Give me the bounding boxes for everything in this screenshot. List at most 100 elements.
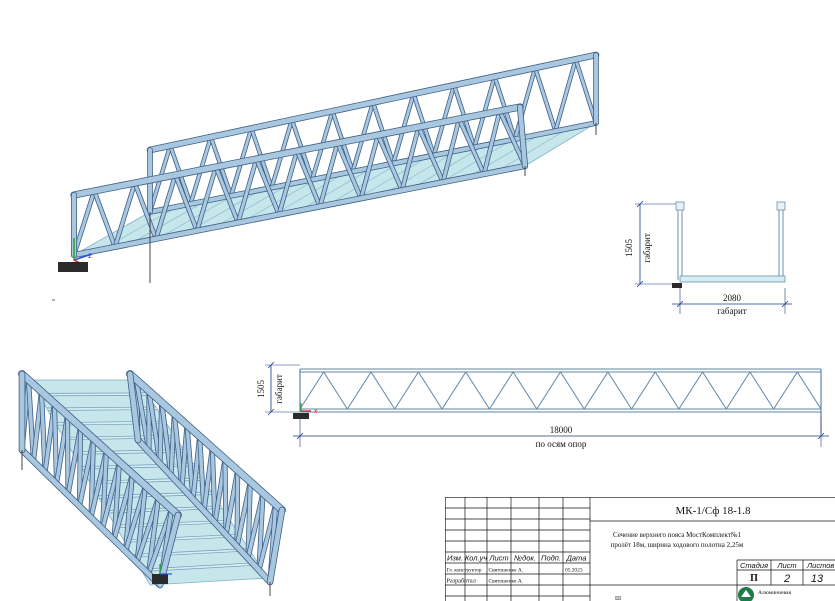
cross-section-height-value: 1505 [624,239,634,258]
elevation-diagonal [607,371,632,410]
company-name: Алюминиевая [758,590,791,596]
svg-text:z: z [88,251,92,260]
far-truss-diagonal [513,66,537,141]
drawing-description-line2: пролёт 18м, ширина ходового полотна 2,25… [611,541,744,549]
deck-cross-beam [158,194,234,239]
drawing-code: МК-1/Сф 18-1.8 [676,505,751,517]
elevation-diagonal [512,371,538,410]
bottom-left-truss-diagonal [123,472,135,553]
row1-name: Святошенко А. [489,568,524,574]
deck-cross-beam [214,183,290,228]
header-data: Дата [566,554,587,563]
elevation-axis-gizmo-icon: x [300,403,318,415]
stage-value: П [750,573,758,584]
deck-cross-beam [383,150,457,195]
elevation-diagonal [583,371,609,410]
header-ndok: №док. [514,554,536,563]
elevation-height-value: 1505 [256,380,266,399]
near-truss-end-post [517,104,528,169]
near-truss-diagonal [318,141,340,209]
drawing-description-line1: Сечение верхнего пояса МостКомплект№1 [613,531,742,539]
elevation-diagonal [489,371,514,410]
elevation-span-dimension: 18000 по осям опор [293,417,829,449]
near-truss-diagonal [154,173,177,241]
header-list: Лист [488,554,508,563]
bottom-left-truss-diagonal [89,436,96,520]
near-truss-bottom-chord [71,163,528,258]
near-truss-diagonal [359,133,380,200]
elevation-diagonal [654,371,680,410]
deck-cross-beam [355,156,429,200]
bottom-left-truss-diagonal [146,495,161,576]
sheet-label: Лист [776,561,796,570]
far-truss-diagonal [574,57,598,125]
cross-section-width-label: габарит [717,306,747,316]
elevation-diagonal [370,371,396,410]
near-truss-diagonal [482,109,502,176]
near-truss-diagonal [195,165,218,233]
partial-text: Ш [615,596,621,601]
bottom-left-truss-diagonal [112,460,122,542]
sheets-value: 13 [811,573,824,585]
deck-cross-beam [242,178,318,222]
header-podp: Подп. [541,554,561,563]
far-truss-diagonal [554,57,578,133]
far-truss-top-chord [147,52,599,153]
bottom-right-truss-end-post [267,507,285,585]
deck-cross-beam [496,128,569,172]
near-truss-diagonal [417,125,445,184]
bottom-support-block [152,574,168,584]
cross-section-height-label: габарит [642,233,652,263]
bottom-right-truss-end-post [127,371,141,443]
title-block: Изм. Кол.уч Лист №док. Подп. Дата Гл. ко… [445,497,835,601]
elevation-diagonal [323,371,348,410]
elevation-span-value: 18000 [550,425,573,435]
near-truss-diagonal [133,181,158,241]
elevation-diagonal [536,371,561,410]
near-truss-diagonal [295,149,322,209]
company-logo-icon [738,587,754,601]
near-truss-diagonal [400,125,421,192]
near-truss-diagonal [113,181,137,249]
elevation-diagonal [725,371,751,410]
row2-role: Разработал [447,578,476,585]
elevation-height-dimension: 1505 габарит [256,361,300,416]
elevation-span-label: по осям опор [536,439,587,449]
sheets-label: Листов [806,561,834,570]
near-truss-diagonal [277,149,299,217]
elevation-diagonal [749,371,775,410]
elevation-diagonal [465,371,490,410]
elevation-diagonal [631,371,656,410]
header-koluch: Кол.уч [465,554,487,563]
elevation-diagonal [678,371,704,410]
near-truss-diagonal [441,117,461,184]
near-truss-diagonal [72,189,96,257]
bottom-left-truss-diagonal [100,448,109,531]
far-truss-diagonal [533,66,557,133]
cross-section-width-dimension: 2080 габарит [672,288,792,316]
bottom-right-truss-top-chord [126,370,286,514]
elevation-diagonal [417,371,443,410]
cross-section-view: 1505 габарит 2080 габарит [610,190,835,320]
elevation-diagonal [796,371,822,410]
side-elevation-view: 1505 габарит x 18000 по осям опор [255,355,835,455]
near-truss-diagonal [457,117,486,176]
cross-section-height-dimension: 1505 габарит [624,200,678,288]
bottom-left-truss-bottom-chord [19,447,163,588]
near-truss-diagonal [92,189,117,249]
bridge-3d-view-bottom [0,360,300,601]
near-truss-diagonal [254,157,281,217]
svg-text:x: x [314,408,318,415]
elevation-diagonal [773,371,798,410]
elevation-height-label: габарит [274,374,284,404]
bottom-right-truss-bottom-chord [135,437,273,585]
stage-label: Стадия [740,561,768,570]
elevation-diagonal [299,371,325,410]
row1-date: 05.2023 [565,568,583,574]
bottom-left-truss-end-post [157,512,181,588]
header-izm: Изм. [447,554,463,563]
bridge-3d-view-top: z [0,0,620,310]
near-truss-diagonal [376,133,404,192]
row1-role: Гл. конструктор [447,568,482,574]
near-truss-diagonal [173,173,199,233]
